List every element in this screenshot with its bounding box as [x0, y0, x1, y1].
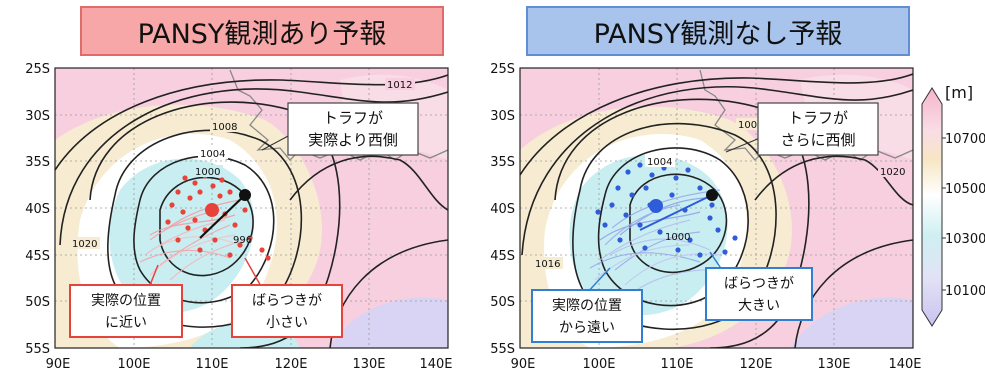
right-callout-trough-line2: さらに西側	[780, 131, 855, 149]
right-mean-track	[639, 194, 713, 231]
right-lat-tick: 25S	[490, 62, 515, 77]
left-callout-position-line1: 実際の位置	[91, 293, 161, 309]
left-lat-tick: 45S	[25, 249, 50, 264]
right-contour-label-1000: 1000	[665, 232, 690, 243]
left-callout-trough-line1: トラフが	[323, 109, 383, 127]
left-contour-label-1008: 1008	[212, 122, 237, 133]
right-lat-tick: 35S	[490, 155, 515, 170]
left-observed-position-dot	[239, 189, 251, 201]
left-contour-label-1012: 1012	[387, 80, 412, 91]
left-lon-tick: 100E	[117, 357, 150, 372]
left-panel-title: PANSY観測あり予報	[80, 6, 444, 56]
colorbar: [m] 10700 10500 10300 10100	[921, 83, 985, 327]
right-callout-position: 実際の位置 から遠い	[531, 267, 643, 343]
right-callout-spread: ばらつきが 大きい	[705, 251, 813, 321]
colorbar-ticks	[942, 137, 946, 291]
left-map-frame	[54, 67, 449, 349]
left-observed-track	[199, 194, 246, 239]
left-ensemble-tracks	[139, 199, 246, 281]
left-lat-tick: 40S	[25, 202, 50, 217]
left-lat-tick: 35S	[25, 155, 50, 170]
right-lon-tick: 100E	[582, 357, 615, 372]
left-map: 1012 1008 1004 1000 1020 996 トラフが 実際より西側	[25, 62, 452, 372]
right-lon-tick: 140E	[888, 357, 921, 372]
right-callout-spread-line1: ばらつきが	[724, 276, 794, 292]
left-lat-tick: 55S	[25, 342, 50, 357]
left-contour-label-1000: 1000	[195, 167, 220, 178]
right-lon-tick: 130E	[817, 357, 850, 372]
left-lon-tick: 140E	[419, 357, 452, 372]
right-lon-tick: 120E	[739, 357, 772, 372]
colorbar-label: 10100	[945, 284, 985, 299]
right-callout-spread-line2: 大きい	[738, 298, 780, 314]
colorbar-unit: [m]	[945, 83, 973, 102]
left-callout-trough: トラフが 実際より西側	[261, 102, 419, 156]
colorbar-label: 10500	[945, 182, 985, 197]
right-lat-tick: 40S	[490, 202, 515, 217]
right-contour-label-100: 100	[738, 120, 757, 131]
right-map: 100 1004 1020 1016 1000 トラフが さらに西側 実際の位置…	[490, 62, 921, 372]
left-callout-spread-line1: ばらつきが	[252, 293, 322, 309]
left-ensemble-dots	[165, 173, 271, 261]
right-lat-tick: 30S	[490, 109, 515, 124]
right-lon-tick: 90E	[511, 357, 536, 372]
right-callout-position-line1: 実際の位置	[552, 298, 622, 314]
left-lon-tick: 120E	[274, 357, 307, 372]
right-callout-trough: トラフが さらに西側	[725, 102, 879, 156]
right-panel-title: PANSY観測なし予報	[526, 6, 910, 56]
colorbar-labels: 10700 10500 10300 10100	[945, 132, 985, 299]
colorbar-label: 10300	[945, 232, 985, 247]
left-lon-tick: 90E	[46, 357, 71, 372]
right-callout-position-line2: から遠い	[559, 320, 615, 336]
left-callout-trough-line2: 実際より西側	[308, 131, 398, 149]
right-lon-axis: 90E 100E 110E 120E 130E 140E	[511, 357, 922, 372]
left-callout-spread-line2: 小さい	[266, 315, 308, 331]
left-lon-axis: 90E 100E 110E 120E 130E 140E	[46, 357, 453, 372]
left-lat-tick: 25S	[25, 62, 50, 77]
left-lat-axis: 25S 30S 35S 40S 45S 50S 55S	[25, 62, 50, 357]
right-contour-labels: 100 1004 1020 1016 1000	[533, 118, 908, 270]
colorbar-scale	[921, 87, 943, 327]
left-lon-tick: 110E	[195, 357, 228, 372]
right-lat-tick: 45S	[490, 249, 515, 264]
right-observed-position-dot	[706, 189, 718, 201]
right-contour-label-1020: 1020	[880, 167, 905, 178]
colorbar-label: 10700	[945, 132, 985, 147]
right-lat-tick: 50S	[490, 295, 515, 310]
left-contour-label-1020: 1020	[72, 239, 97, 250]
right-lat-axis: 25S 30S 35S 40S 45S 50S 55S	[490, 62, 515, 357]
right-contour-label-1004: 1004	[647, 157, 672, 168]
right-map-frame	[519, 67, 914, 349]
right-callout-trough-line1: トラフが	[788, 109, 848, 127]
right-lat-tick: 55S	[490, 342, 515, 357]
left-callout-spread: ばらつきが 小さい	[231, 257, 343, 338]
left-contour-label-996: 996	[233, 235, 252, 246]
left-lat-tick: 50S	[25, 295, 50, 310]
left-contour-labels: 1012 1008 1004 1000 1020 996	[70, 78, 415, 250]
left-lon-tick: 130E	[352, 357, 385, 372]
left-ensemble-mean-dot	[205, 203, 219, 217]
right-lon-tick: 110E	[660, 357, 693, 372]
left-contour-label-1004: 1004	[200, 149, 225, 160]
right-ensemble-mean-dot	[649, 199, 663, 213]
left-callout-position: 実際の位置 に近い	[69, 264, 183, 338]
right-contour-label-1016: 1016	[535, 259, 560, 270]
left-callout-position-line2: に近い	[105, 315, 147, 331]
left-lat-tick: 30S	[25, 109, 50, 124]
